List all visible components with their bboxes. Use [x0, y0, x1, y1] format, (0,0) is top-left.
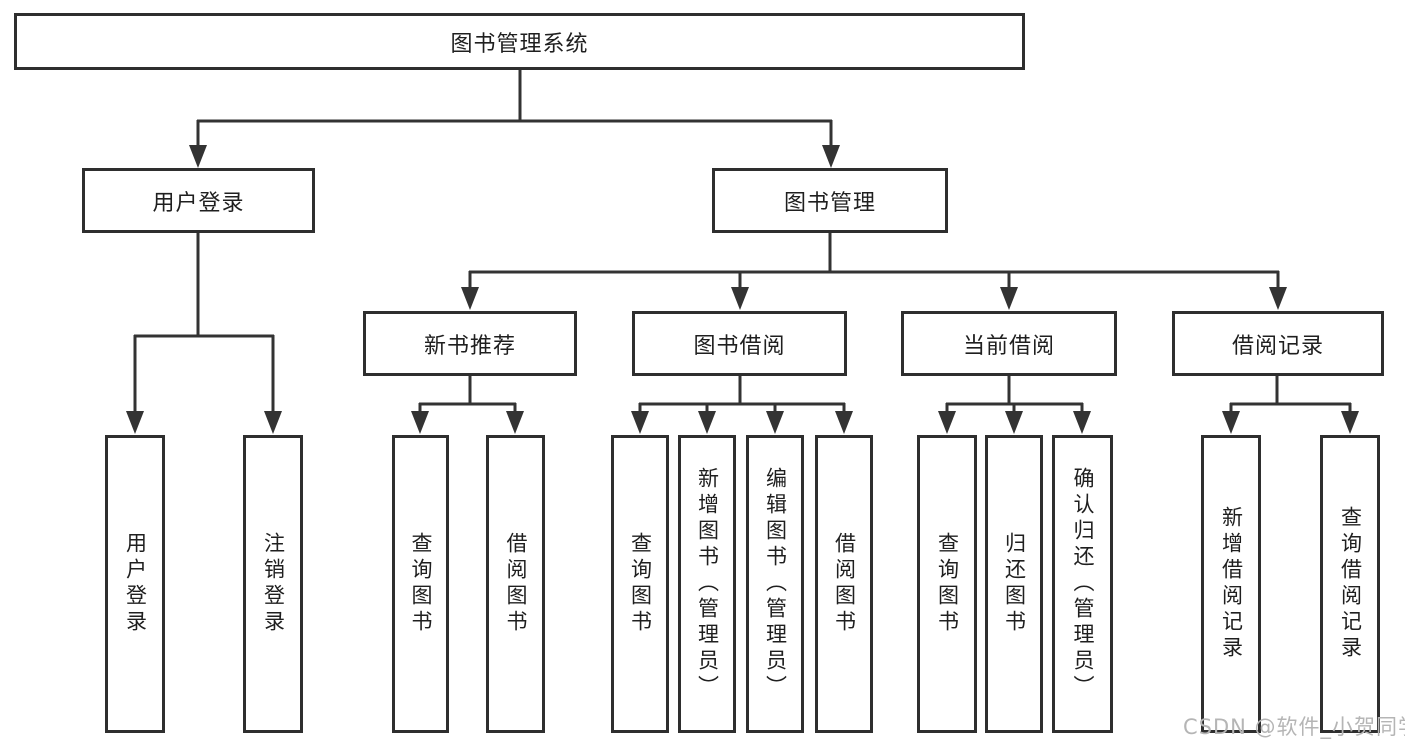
arrowhead: [731, 287, 749, 310]
node-user-login: 用户登录: [82, 168, 315, 233]
arrowhead: [1000, 287, 1018, 310]
leaf-user-login: 用户登录: [105, 435, 165, 733]
leaf-add-books-admin: 新增图书（管理员）: [678, 435, 736, 733]
arrowhead: [461, 287, 479, 310]
node-label: 确认归还（管理员）: [1071, 467, 1095, 701]
node-book-borrow: 图书借阅: [632, 311, 847, 376]
node-label: 查询图书: [935, 532, 960, 636]
arrowhead: [506, 411, 524, 434]
leaf-query-borrow-record: 查询借阅记录: [1320, 435, 1380, 733]
leaf-query-books-borrow: 查询图书: [611, 435, 669, 733]
node-label: 图书管理: [783, 190, 876, 216]
node-label: 查询借阅记录: [1338, 506, 1363, 662]
arrowhead: [264, 411, 282, 434]
node-label: 借阅图书: [832, 532, 857, 636]
node-label: 借阅图书: [504, 532, 528, 636]
node-borrow-records: 借阅记录: [1172, 311, 1384, 376]
node-label: 图书管理系统: [450, 31, 589, 57]
csdn-watermark: CSDN @软件_小贺同学: [1183, 715, 1405, 739]
arrowhead: [1222, 411, 1240, 434]
leaf-query-books-recommend: 查询图书: [392, 435, 449, 733]
node-label: 注销登录: [261, 532, 286, 636]
node-root-system: 图书管理系统: [14, 13, 1025, 70]
leaf-add-borrow-record: 新增借阅记录: [1201, 435, 1261, 733]
arrowhead: [822, 145, 840, 168]
leaf-confirm-return-admin: 确认归还（管理员）: [1052, 435, 1113, 733]
node-label: 查询图书: [628, 532, 653, 636]
node-label: 用户登录: [152, 190, 245, 216]
node-label: 查询图书: [409, 532, 433, 636]
arrowhead: [766, 411, 784, 434]
node-label: 借阅记录: [1231, 333, 1324, 359]
arrowhead: [631, 411, 649, 434]
node-label: 新书推荐: [423, 333, 516, 359]
node-label: 当前借阅: [962, 333, 1055, 359]
leaf-edit-books-admin: 编辑图书（管理员）: [746, 435, 804, 733]
leaf-borrow-books: 借阅图书: [815, 435, 873, 733]
leaf-logout: 注销登录: [243, 435, 303, 733]
leaf-return-books: 归还图书: [985, 435, 1043, 733]
node-current-borrow: 当前借阅: [901, 311, 1117, 376]
node-label: 新增图书（管理员）: [695, 467, 720, 701]
leaf-query-books-current: 查询图书: [917, 435, 977, 733]
arrowhead: [1073, 411, 1091, 434]
node-label: 编辑图书（管理员）: [763, 467, 788, 701]
arrowhead: [411, 411, 429, 434]
leaf-borrow-books-recommend: 借阅图书: [486, 435, 545, 733]
node-label: 图书借阅: [693, 333, 786, 359]
node-label: 归还图书: [1002, 532, 1027, 636]
node-label: 新增借阅记录: [1219, 506, 1244, 662]
arrowhead: [189, 145, 207, 168]
node-book-management: 图书管理: [712, 168, 948, 233]
arrowhead: [126, 411, 144, 434]
node-label: 用户登录: [123, 532, 148, 636]
arrowhead: [1005, 411, 1023, 434]
arrowhead: [1269, 287, 1287, 310]
node-new-book-recommend: 新书推荐: [363, 311, 577, 376]
arrowhead: [698, 411, 716, 434]
arrowhead: [835, 411, 853, 434]
arrowhead: [938, 411, 956, 434]
arrowhead: [1341, 411, 1359, 434]
